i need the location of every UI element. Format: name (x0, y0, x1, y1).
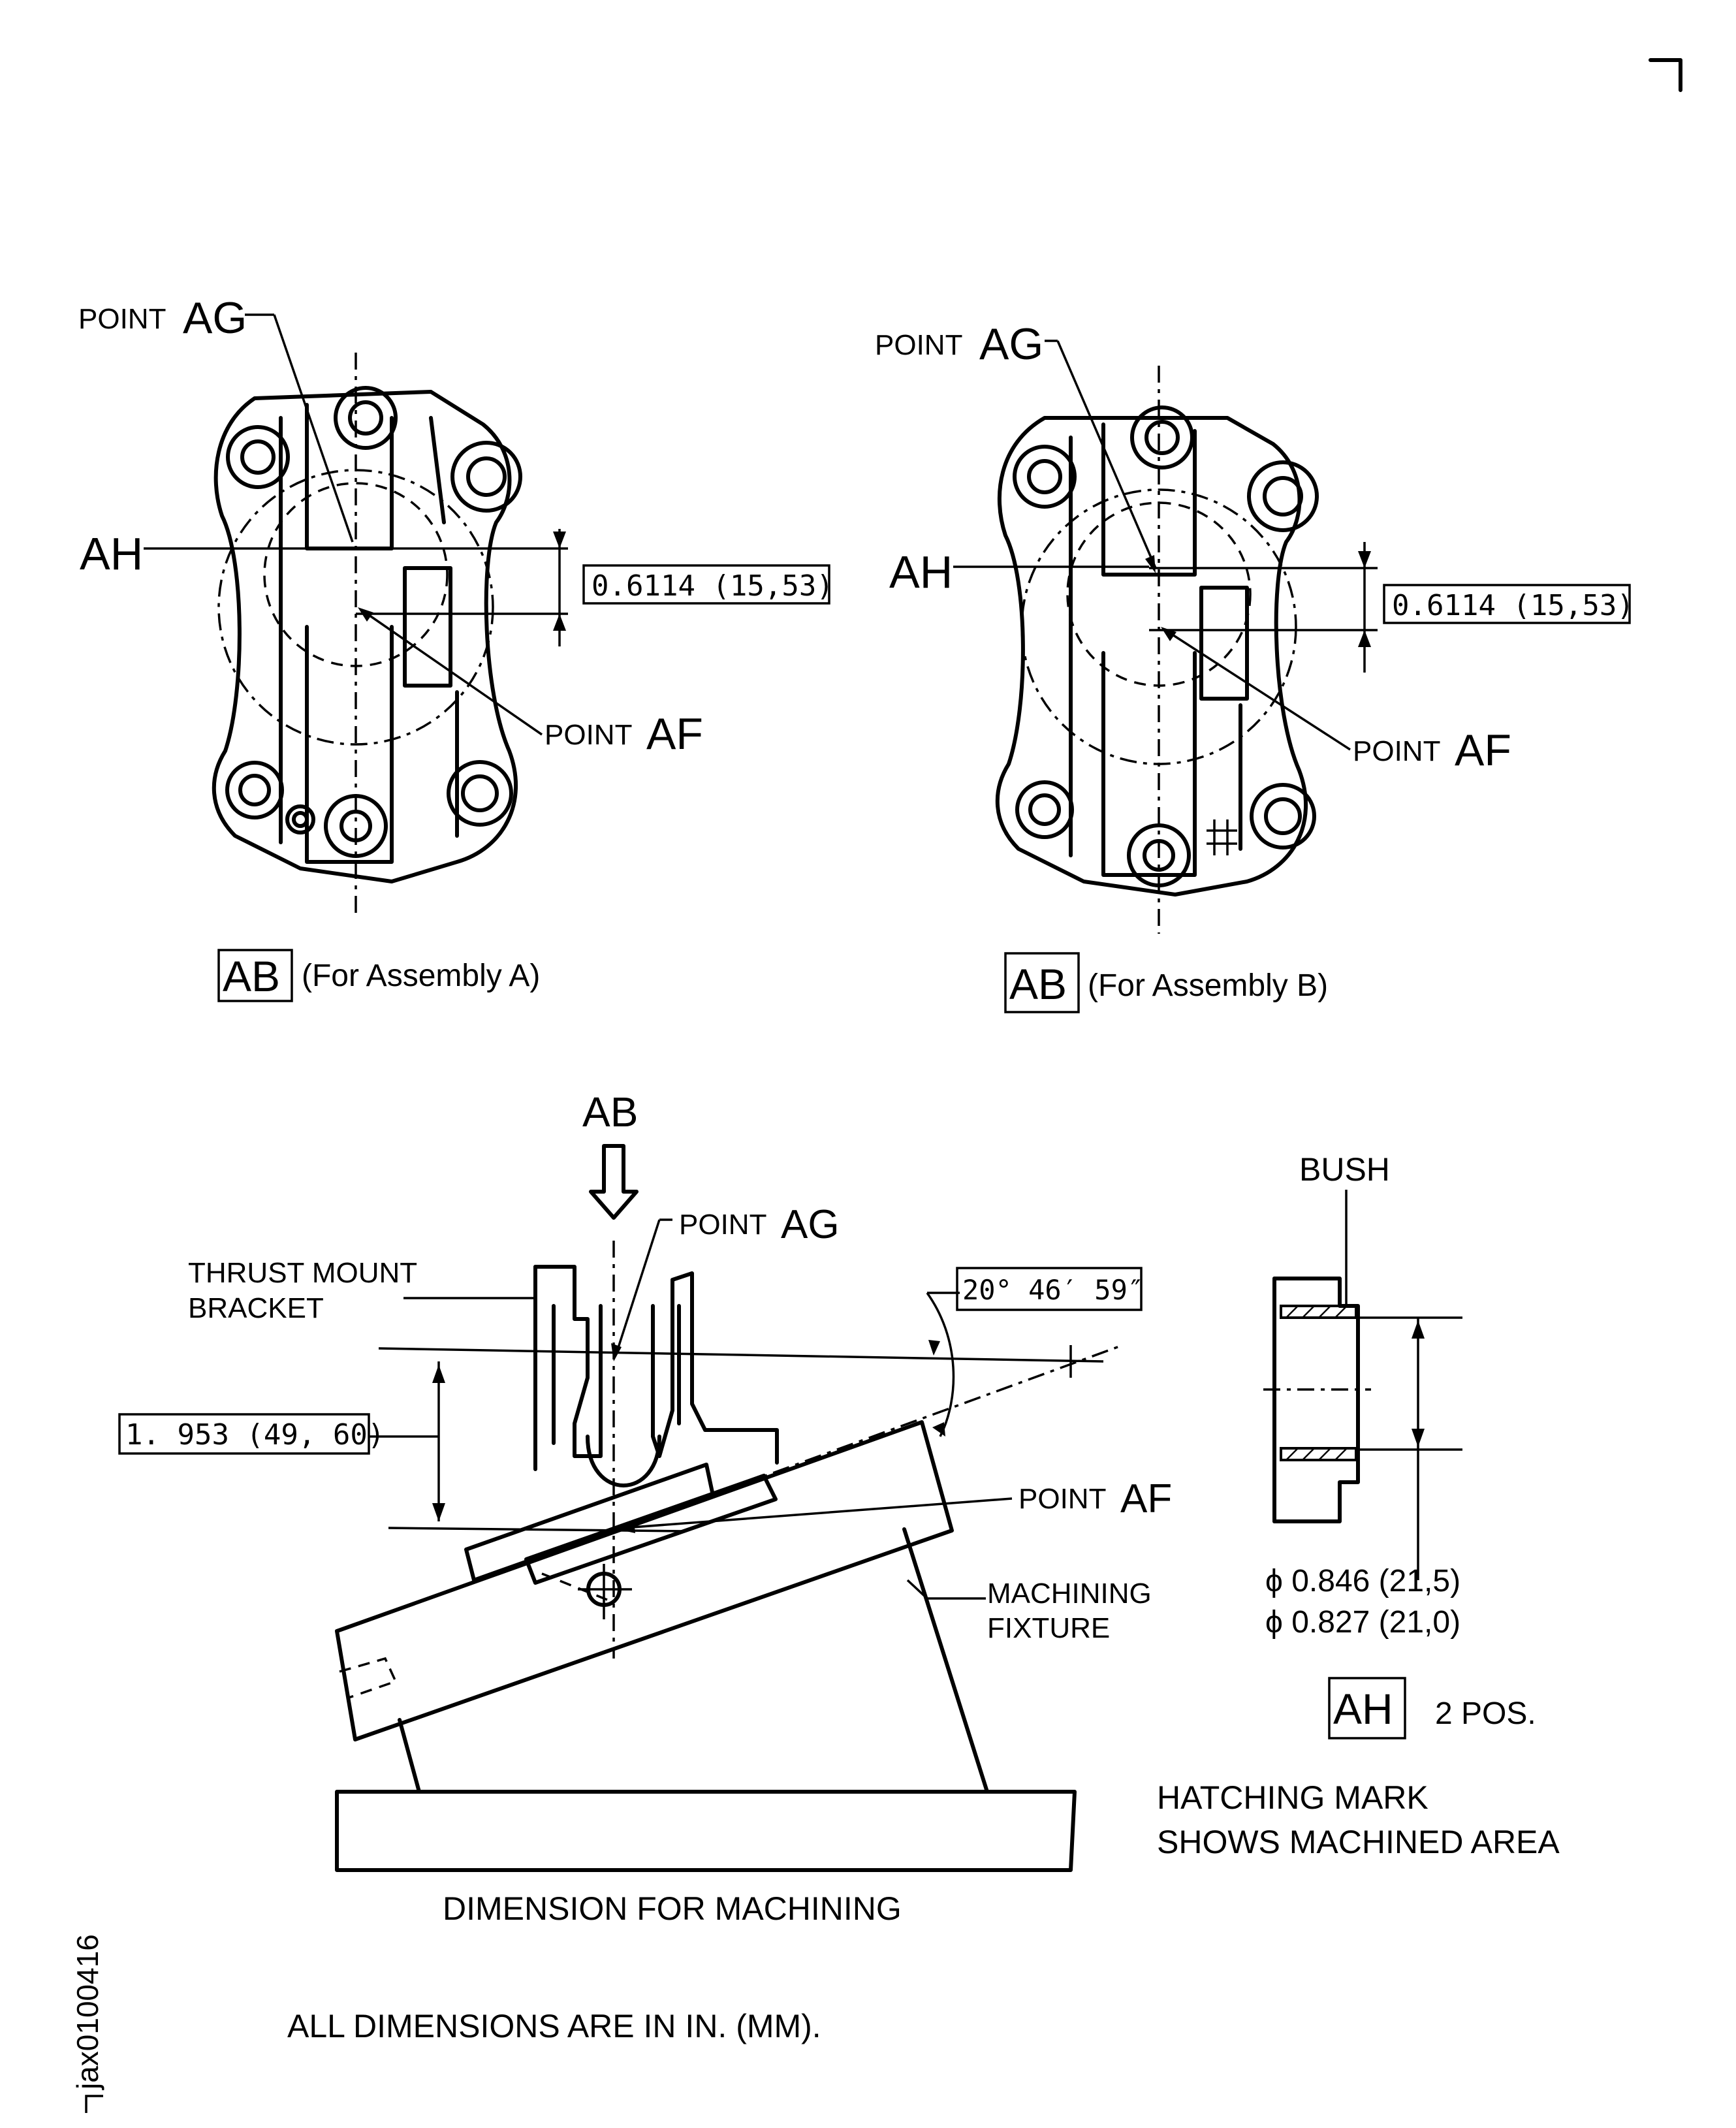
ah-label-b: AH (889, 547, 953, 597)
machining-side-view: AB 1. 953 (49, (118, 1088, 1172, 1927)
bush-label: BUSH (1299, 1151, 1390, 1188)
dim-label-side: 1. 953 (49, 60) (125, 1418, 385, 1452)
dim-label-a: 0.6114 (15,53) (592, 569, 834, 603)
units-note: ALL DIMENSIONS ARE IN IN. (MM). (287, 2008, 821, 2044)
ag-label-b: AG (979, 319, 1043, 369)
figure-id-label: jax0100416 (71, 1934, 104, 2091)
hatching-note-2: SHOWS MACHINED AREA (1157, 1824, 1560, 1860)
caption-assembly-a: (For Assembly A) (302, 959, 540, 993)
caption-assembly-b: (For Assembly B) (1088, 968, 1328, 1003)
point-label-af-a: POINT (544, 719, 632, 751)
af-label-a: AF (646, 709, 703, 759)
ab-box-label-b: AB (1009, 960, 1067, 1008)
machining-label-2: FIXTURE (987, 1612, 1110, 1644)
view-assembly-b: 0.6114 (15,53) POINT AG AH POINT AF AB (… (875, 319, 1634, 1013)
diameter-label-2: ϕ 0.827 (21,0) (1265, 1605, 1460, 1640)
dimension-for-machining-caption: DIMENSION FOR MACHINING (443, 1890, 902, 1927)
machining-label-1: MACHINING (987, 1578, 1152, 1610)
point-label-ag-side: POINT (679, 1209, 766, 1241)
ah-box-label: AH (1333, 1685, 1393, 1733)
dim-label-b: 0.6114 (15,53) (1392, 589, 1634, 622)
point-label-af-b: POINT (1353, 735, 1440, 767)
thrust-label-1: THRUST MOUNT (188, 1257, 417, 1289)
ab-view-label: AB (582, 1088, 638, 1135)
bush-detail: BUSH ϕ 0.846 (21,5) ϕ 0.827 (21,0) AH 2 … (1157, 1151, 1560, 1860)
figure-id: jax0100416 (71, 1934, 104, 2113)
thrust-label-2: BRACKET (188, 1292, 324, 1324)
ag-label-side: AG (781, 1202, 840, 1247)
ab-box-label-a: AB (223, 952, 280, 1000)
af-label-b: AF (1455, 725, 1511, 775)
corner-mark-top-right (1649, 58, 1682, 92)
point-label-ag-b: POINT (875, 329, 962, 361)
ah-label-a: AH (80, 528, 143, 579)
view-assembly-a: 0.6114 (15,53) POINT AG AH POINT AF AB (… (78, 293, 834, 1002)
point-label-ag-a: POINT (78, 303, 166, 335)
point-label-af-side: POINT (1018, 1483, 1106, 1515)
positions-label: 2 POS. (1435, 1696, 1536, 1731)
angle-label: 20° 46′ 59″ (962, 1274, 1144, 1306)
af-label-side: AF (1120, 1476, 1172, 1521)
diameter-label-1: ϕ 0.846 (21,5) (1265, 1564, 1460, 1598)
hatching-note-1: HATCHING MARK (1157, 1779, 1428, 1816)
ag-label-a: AG (183, 293, 247, 343)
